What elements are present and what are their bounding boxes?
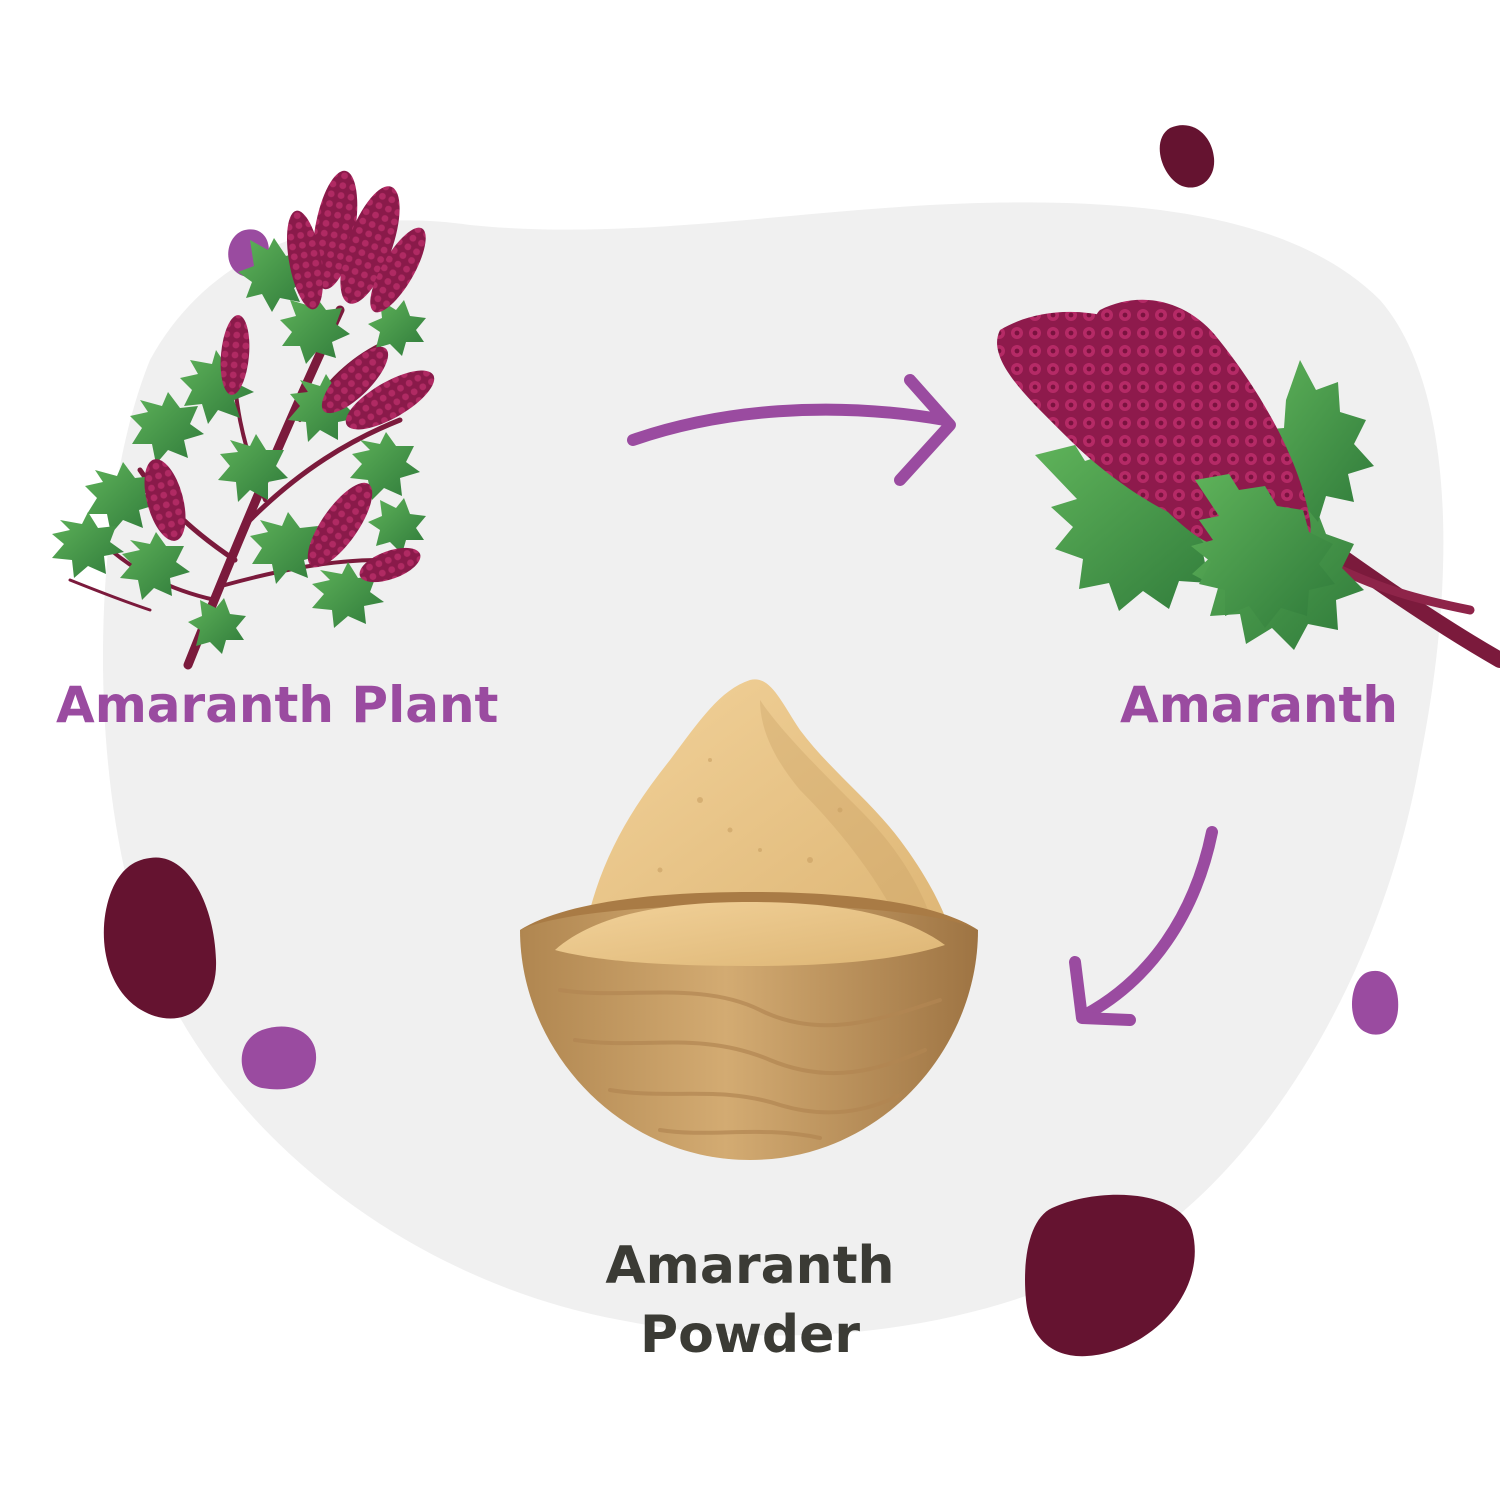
seed-icon — [103, 857, 217, 1019]
seed-icon — [1025, 1194, 1195, 1357]
label-amaranth: Amaranth — [1120, 676, 1399, 734]
seed-icon — [1159, 125, 1215, 188]
powder-bowl-icon — [520, 679, 978, 1160]
seed-icon — [1351, 970, 1399, 1035]
arrow-icon — [627, 374, 956, 486]
seed-icon — [241, 1026, 317, 1090]
label-amaranth-powder-line1: Amaranth — [605, 1236, 895, 1296]
arrow-icon — [1069, 826, 1218, 1026]
amaranth-plant-icon — [52, 170, 435, 670]
label-amaranth-plant: Amaranth Plant — [56, 676, 499, 734]
amaranth-flower-icon — [997, 299, 1500, 668]
label-amaranth-powder: Amaranth Powder — [560, 1232, 940, 1369]
label-amaranth-powder-line2: Powder — [639, 1304, 860, 1365]
